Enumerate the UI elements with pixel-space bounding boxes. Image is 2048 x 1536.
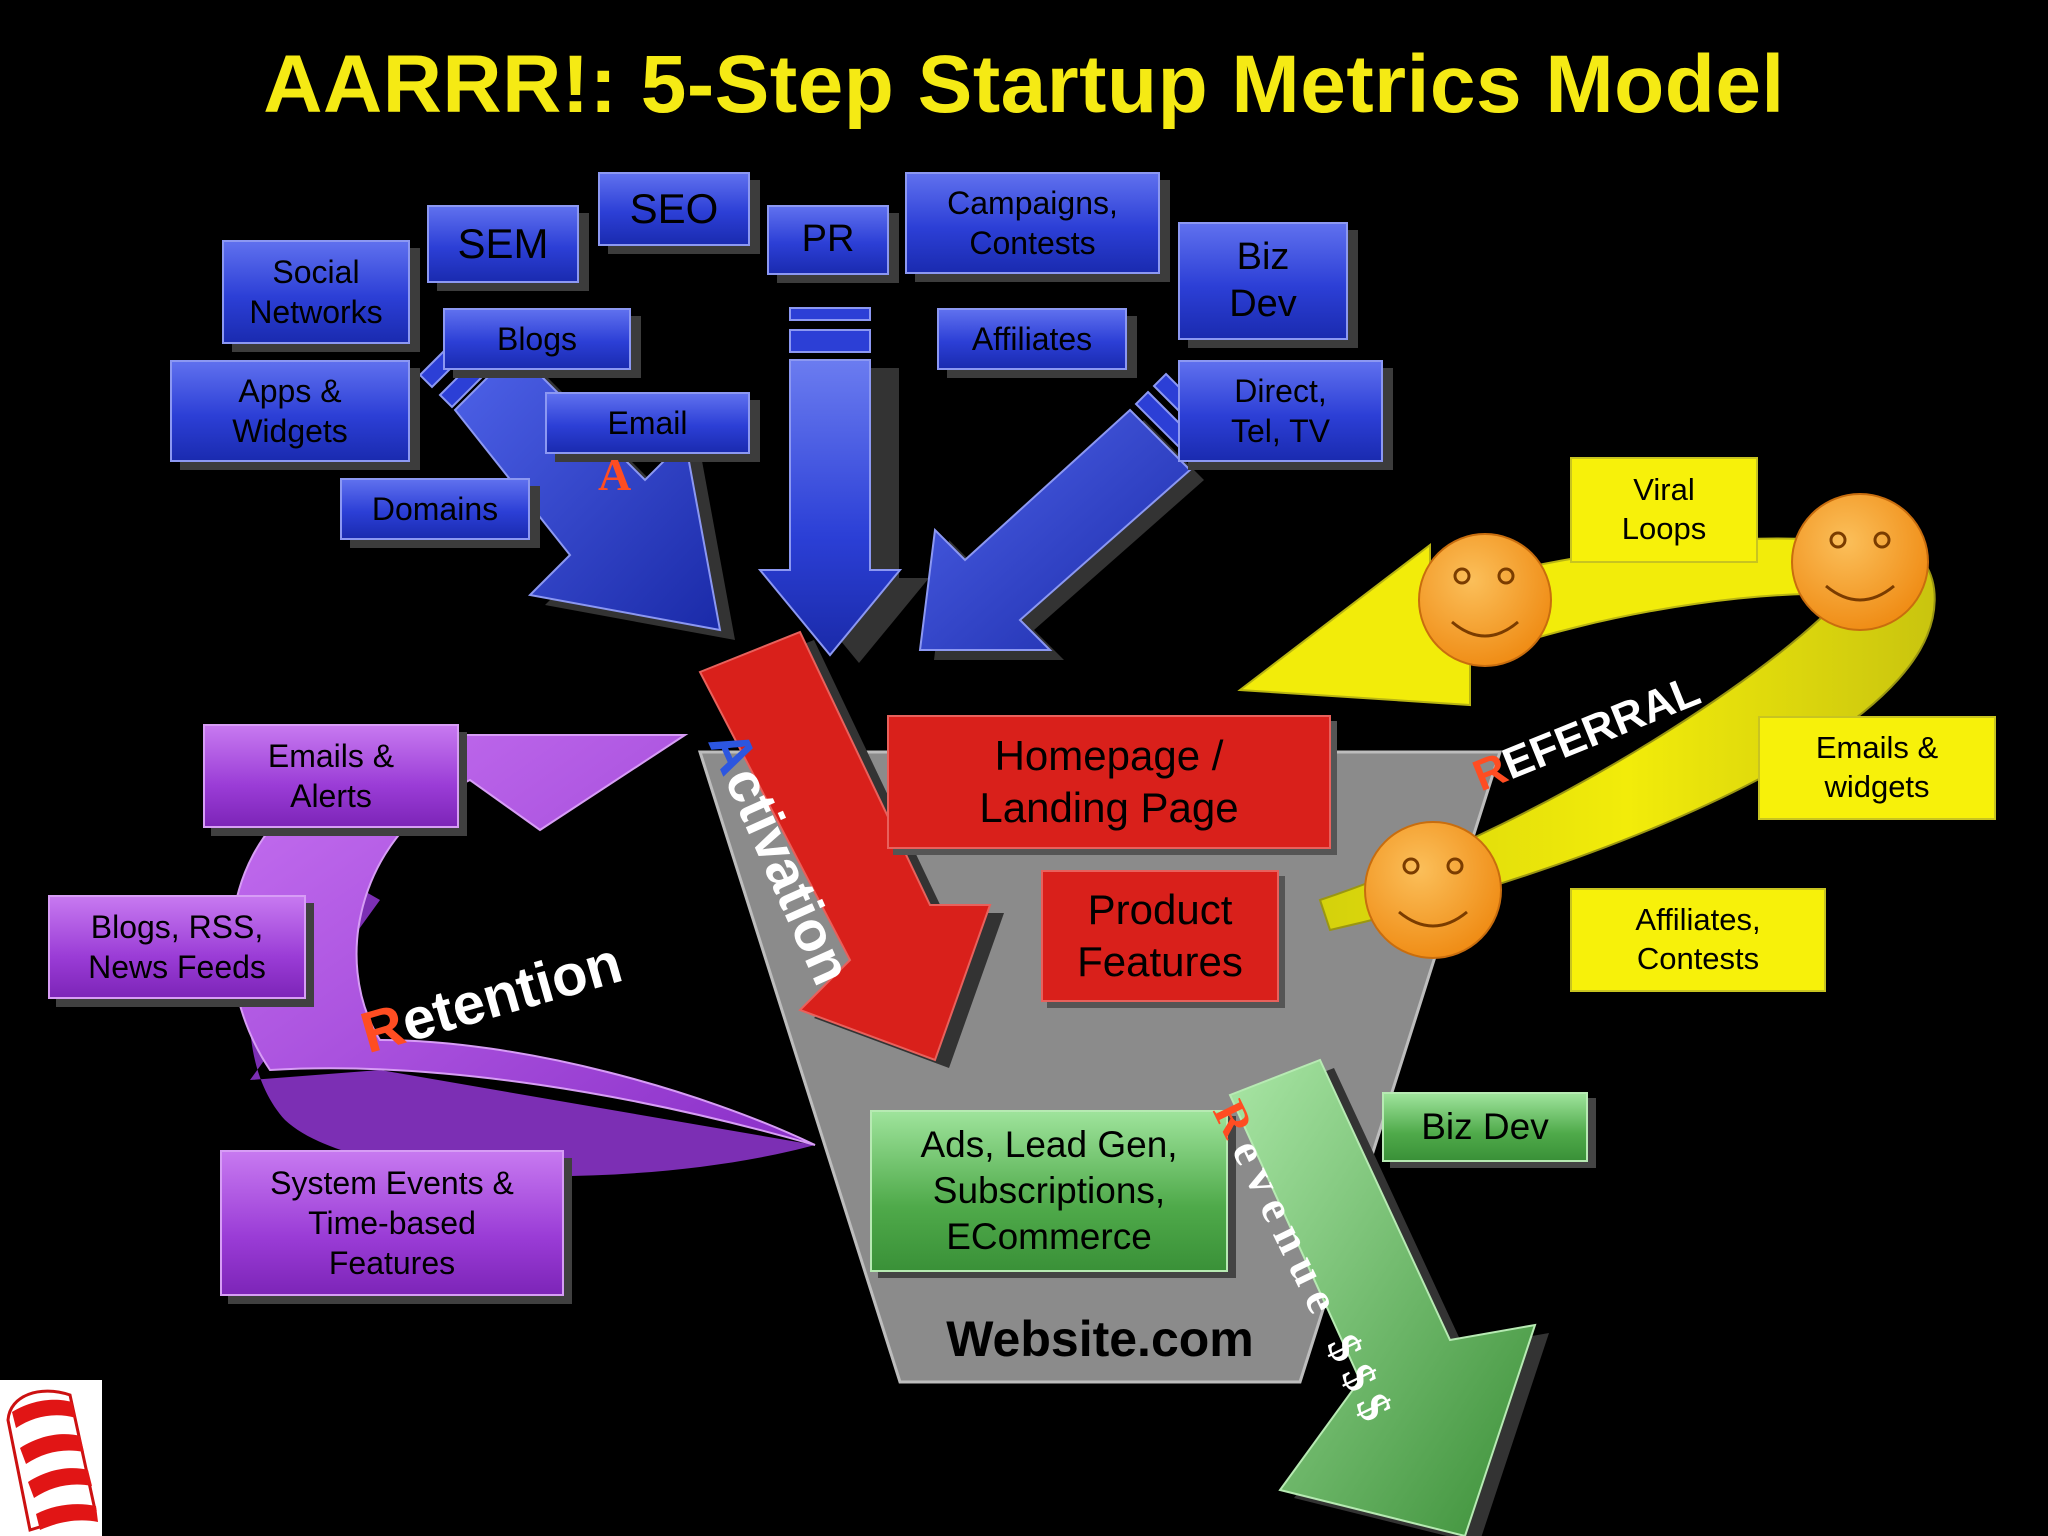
acquisition-arrow-center (757, 307, 929, 663)
channel-sem: SEM (427, 205, 579, 283)
channel-social-networks: Social Networks (222, 240, 410, 344)
referral-affiliates-contests: Affiliates, Contests (1570, 888, 1826, 992)
retention-emails-alerts: Emails & Alerts (203, 724, 459, 828)
channel-biz-dev: Biz Dev (1178, 222, 1348, 340)
referral-emails-widgets: Emails & widgets (1758, 716, 1996, 820)
channel-seo: SEO (598, 172, 750, 246)
revenue-biz-dev: Biz Dev (1382, 1092, 1588, 1162)
smiley-face-icon (1791, 493, 1929, 631)
channel-apps-widgets: Apps & Widgets (170, 360, 410, 462)
activation-product-features: Product Features (1041, 870, 1279, 1002)
smiley-face-icon (1418, 533, 1552, 667)
channel-blogs: Blogs (443, 308, 631, 370)
website-label: Website.com (946, 1311, 1254, 1367)
channel-domains: Domains (340, 478, 530, 540)
diagram-title: AARRR!: 5-Step Startup Metrics Model (263, 39, 1785, 130)
acquisition-label: A (598, 449, 632, 500)
channel-affiliates: Affiliates (937, 308, 1127, 370)
channel-direct-tel-tv: Direct, Tel, TV (1178, 360, 1383, 462)
revenue-arrow (1228, 1058, 1549, 1536)
activation-homepage-landing-page: Homepage / Landing Page (887, 715, 1331, 849)
channel-pr: PR (767, 205, 889, 275)
smiley-face-icon (1364, 821, 1502, 959)
retention-blogs-rss-news-feeds: Blogs, RSS, News Feeds (48, 895, 306, 999)
retention-system-events: System Events & Time-based Features (220, 1150, 564, 1296)
referral-viral-loops: Viral Loops (1570, 457, 1758, 563)
channel-email: Email (545, 392, 750, 454)
channel-campaigns-contests: Campaigns, Contests (905, 172, 1160, 274)
activation-arrow (698, 630, 1004, 1068)
cat-in-the-hat-icon (0, 1380, 102, 1536)
revenue-ads-lead-gen: Ads, Lead Gen, Subscriptions, ECommerce (870, 1110, 1228, 1272)
